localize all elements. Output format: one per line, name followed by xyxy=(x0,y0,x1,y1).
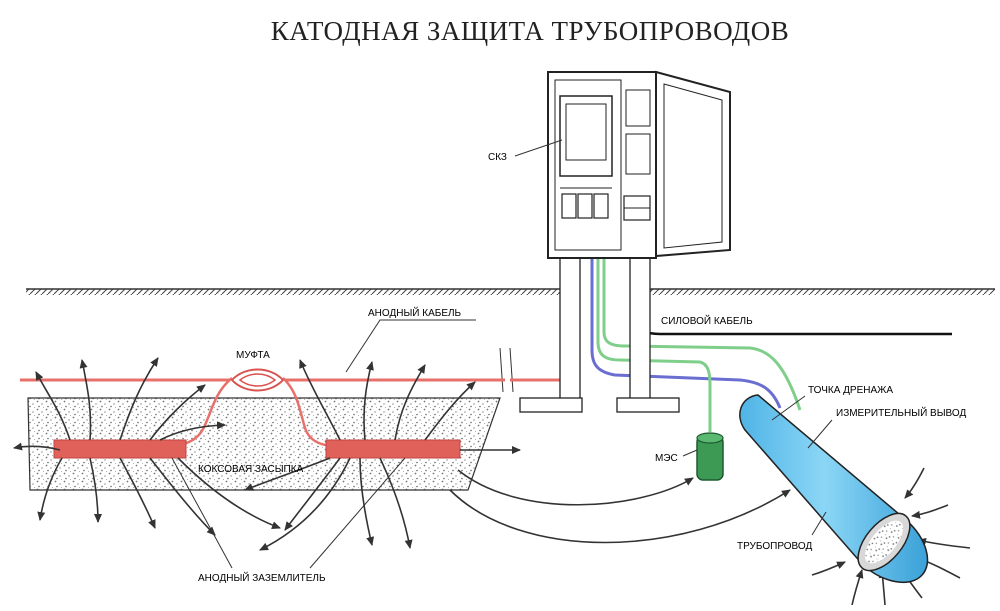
measuring-cables xyxy=(596,212,802,432)
ground-surface xyxy=(26,288,995,295)
power-cable-label: СИЛОВОЙ КАБЕЛЬ xyxy=(661,314,753,327)
anode-ground-right xyxy=(325,439,461,459)
skz-cabinet xyxy=(519,70,731,413)
drain-point-label: ТОЧКА ДРЕНАЖА xyxy=(808,385,893,396)
mes-label: МЭС xyxy=(655,453,678,464)
cathode-cable xyxy=(590,212,782,409)
anode-cable xyxy=(20,218,568,448)
current-flow-arrows xyxy=(13,357,521,551)
leader-lines xyxy=(171,139,833,569)
pipeline xyxy=(739,394,929,584)
return-current-paths xyxy=(449,469,791,544)
anode-ground-label: АНОДНЫЙ ЗАЗЕМЛИТЕЛЬ xyxy=(198,571,326,584)
measuring-lead-label: ИЗМЕРИТЕЛЬНЫЙ ВЫВОД xyxy=(836,406,966,419)
coupling-label: МУФТА xyxy=(236,350,270,361)
diagram-title: КАТОДНАЯ ЗАЩИТА ТРУБОПРОВОДОВ xyxy=(271,16,789,46)
pipeline-label: ТРУБОПРОВОД xyxy=(737,541,812,552)
coke-backfill-trench xyxy=(27,397,501,491)
skz-label: СКЗ xyxy=(488,152,507,163)
cable-break-mark xyxy=(499,347,514,393)
anode-cable-label: АНОДНЫЙ КАБЕЛЬ xyxy=(368,306,462,319)
coupling xyxy=(230,368,285,392)
coke-backfill-label: КОКСОВАЯ ЗАСЫПКА xyxy=(198,464,304,475)
mes-electrode xyxy=(696,432,724,481)
anode-ground-left xyxy=(53,439,187,459)
